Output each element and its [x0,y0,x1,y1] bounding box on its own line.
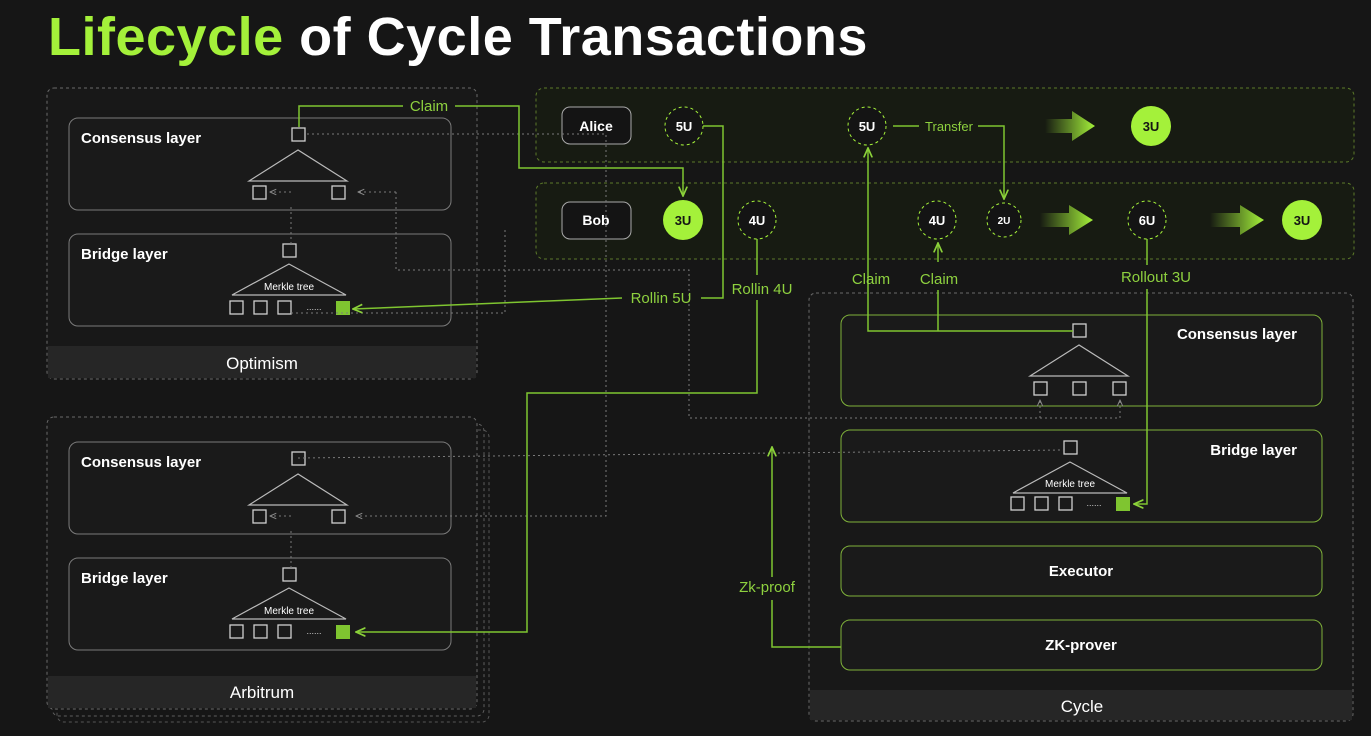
arbitrum-consensus-label: Consensus layer [81,454,201,471]
svg-text:......: ...... [1086,498,1101,508]
cycle-consensus-label: Consensus layer [1177,326,1297,343]
transfer-label: Transfer [925,119,974,134]
token-bob-6u: 6U [1139,213,1156,228]
token-bob-3u-claimed: 3U [675,213,692,228]
token-bob-4u-claimed: 4U [929,213,946,228]
token-alice-5u-claimed: 5U [859,119,876,134]
cycle-merkle-label: Merkle tree [1045,479,1095,490]
bob-lane: Bob 3U 4U 4U 2U 6U 3U [535,182,1355,260]
executor-label: Executor [1049,563,1113,580]
page-title: Lifecycle of Cycle Transactions [48,6,868,68]
token-alice-3u-end: 3U [1143,119,1160,134]
optimism-bridge-label: Bridge layer [81,246,168,263]
claim-label-bob: Claim [920,271,958,288]
zk-proof-label: Zk-proof [739,579,796,596]
flow-labels: Claim Transfer Claim Claim Rollin 5U Rol… [410,98,1191,596]
optimism-consensus-label: Consensus layer [81,130,201,147]
token-bob-2u: 2U [998,216,1011,227]
optimism-consensus-root-node [291,127,306,142]
green-flows [298,105,1148,648]
token-alice-5u-start: 5U [676,119,693,134]
cycle-panel: Cycle Consensus layer Bridge layer Merkl… [808,292,1354,722]
rollin-4u-label: Rollin 4U [732,281,793,298]
arbitrum-merkle-leaf-active [336,625,350,639]
alice-user: Alice [579,118,613,134]
cycle-label: Cycle [1061,697,1104,716]
optimism-merkle-leaf-active [336,301,350,315]
arbitrum-panel: Arbitrum Consensus layer Bridge layer Me… [46,416,490,723]
arbitrum-bridge-label: Bridge layer [81,570,168,587]
svg-text:......: ...... [306,302,321,312]
token-bob-4u-start: 4U [749,213,766,228]
claim-label-alice: Claim [852,271,890,288]
rollin-5u-label: Rollin 5U [631,290,692,307]
zk-prover-label: ZK-prover [1045,637,1117,654]
arbitrum-merkle-label: Merkle tree [264,606,314,617]
cycle-merkle-leaf-active [1116,497,1130,511]
claim-label-top: Claim [410,98,448,115]
rollout-3u-label: Rollout 3U [1121,269,1191,286]
arbitrum-label: Arbitrum [230,683,294,702]
title-accent: Lifecycle [48,7,284,67]
cycle-bridge-label: Bridge layer [1210,442,1297,459]
bob-user: Bob [582,212,609,228]
svg-text:......: ...... [306,626,321,636]
optimism-merkle-label: Merkle tree [264,282,314,293]
optimism-panel: Optimism Consensus layer Bridge layer Me… [46,87,478,380]
optimism-label: Optimism [226,354,298,373]
title-rest: of Cycle Transactions [299,7,868,67]
token-bob-3u-end: 3U [1294,213,1311,228]
